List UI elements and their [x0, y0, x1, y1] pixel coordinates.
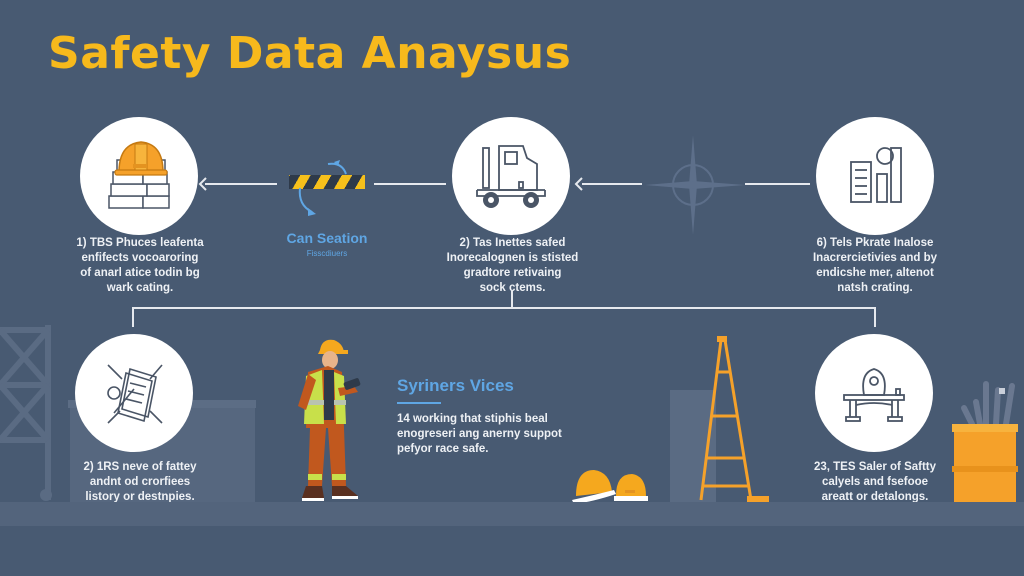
- document-bar-chart-icon: [850, 147, 902, 203]
- bracket-right-leg: [874, 307, 876, 327]
- step-5-description: 23, TES Saler of Saftty calyels and fsef…: [813, 461, 937, 503]
- construction-worker-illustration: [298, 339, 361, 501]
- bracket-stem: [511, 290, 513, 308]
- step-3-description: 6) Tels Pkrate Inalose Inacrercietivies …: [812, 237, 937, 294]
- step-1-circle[interactable]: [80, 117, 198, 235]
- connector-label-title: Can Seation: [286, 230, 368, 246]
- compass-star-icon: [645, 135, 745, 235]
- floor-base: [0, 526, 1024, 576]
- forklift-truck-icon: [476, 145, 546, 208]
- ladder-illustration: [699, 336, 769, 502]
- step-4-description: 2) 1RS neve of fattey andnt od crorfiees…: [83, 461, 197, 503]
- side-panel-text: 14 working that stiphis beal enogreseri …: [397, 413, 562, 455]
- bracket-bar: [132, 307, 876, 309]
- step-1-description: 1) TBS Phuces leafenta enfifects vocoaro…: [76, 237, 204, 294]
- hazard-barrier: [289, 175, 365, 189]
- workbench-icon: [843, 368, 905, 422]
- side-panel-underline: [397, 402, 441, 404]
- hard-hat-on-bricks-icon: [108, 141, 170, 209]
- step-3-circle[interactable]: [816, 117, 934, 235]
- step-2-circle[interactable]: [452, 117, 570, 235]
- document-tools-icon: [107, 364, 163, 424]
- arrow-left-icon: [574, 177, 583, 191]
- scaffolding-illustration: [0, 325, 52, 501]
- page-title: Safety Data Anaysus: [48, 28, 572, 79]
- tool-bucket-illustration: [952, 381, 1018, 502]
- arrow-left-icon: [198, 177, 207, 191]
- connector-label-subtitle: Fisscdiuers: [306, 249, 348, 258]
- floor-stripe: [0, 502, 1024, 526]
- step-5-circle[interactable]: [815, 334, 933, 452]
- connector-line: [374, 183, 446, 185]
- side-panel-title: Syriners Vices: [397, 376, 514, 395]
- bracket-left-leg: [132, 307, 134, 327]
- connector-line: [205, 183, 277, 185]
- connector-line: [582, 183, 642, 185]
- hard-hats-illustration: [572, 470, 648, 504]
- step-4-circle[interactable]: [75, 334, 193, 452]
- rotate-arrows-icon: [298, 160, 347, 216]
- connector-line: [745, 183, 810, 185]
- step-2-description: 2) Tas Inettes safed Inorecalognen is st…: [446, 237, 579, 294]
